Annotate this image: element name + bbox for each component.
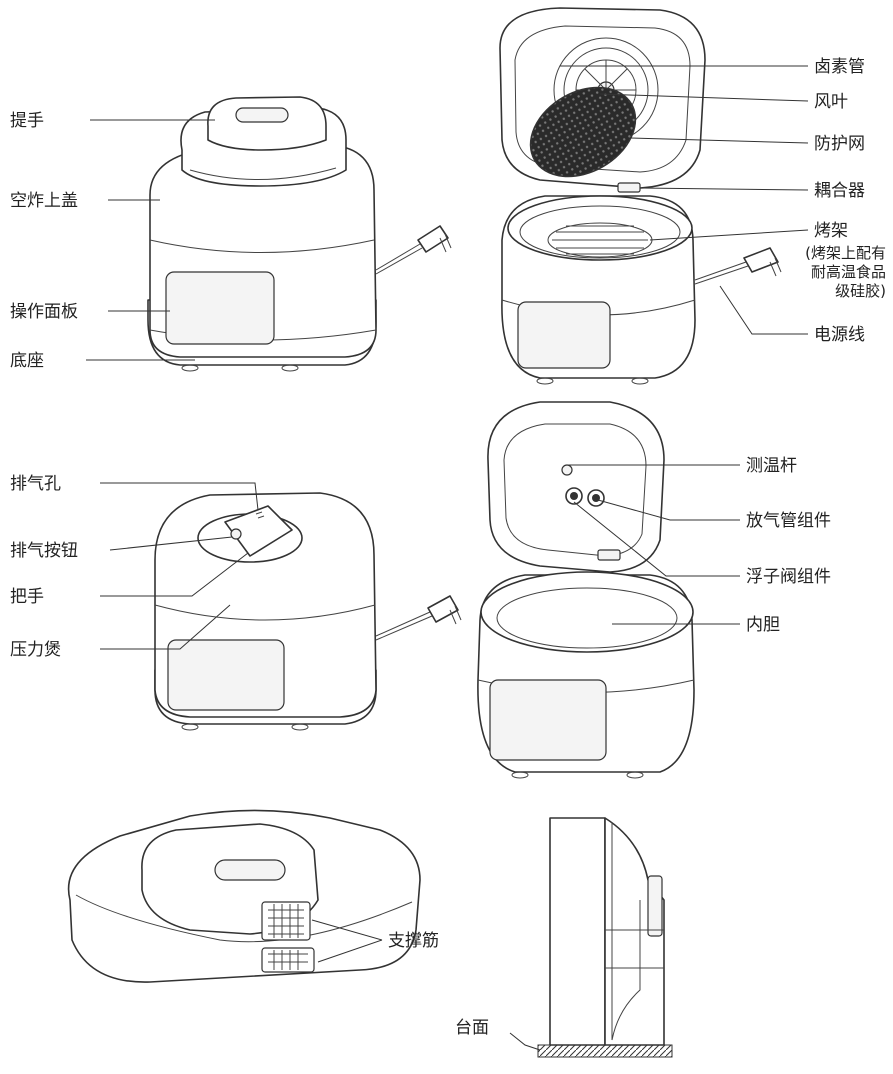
label-inner-pot: 内胆 [746,615,780,635]
label-pressure-cooker: 压力煲 [10,640,61,660]
label-power-cord: 电源线 [814,325,865,345]
label-handle-top: 提手 [10,111,44,131]
label-halogen-tube: 卤素管 [814,57,865,77]
label-vent-pipe-assembly: 放气管组件 [746,511,831,531]
label-air-fryer-lid: 空炸上盖 [10,191,78,211]
label-protective-mesh: 防护网 [814,134,865,154]
label-fan-blade: 风叶 [814,92,848,112]
label-baking-rack: 烤架 [814,221,848,241]
label-baking-rack-note-line-1: (烤架上配有 [805,244,886,262]
label-base: 底座 [10,351,44,371]
label-vent-hole: 排气孔 [10,474,61,494]
label-coupler: 耦合器 [814,181,865,201]
label-temp-probe: 测温杆 [746,456,797,476]
label-grip: 把手 [10,587,44,607]
label-baking-rack-note-line-3: 级硅胶) [835,282,886,300]
lid-resting-illustration [67,809,421,983]
label-support-ribs: 支撑筋 [388,931,439,951]
leader-lines [86,65,809,1051]
label-control-panel: 操作面板 [10,302,78,322]
pressure-cooker-assembled-illustration [154,492,462,731]
label-vent-button: 排气按钮 [10,541,78,561]
air-fryer-assembled-illustration [147,96,452,372]
side-profile-illustration [537,817,673,1058]
air-fryer-lid-open-illustration [499,7,782,385]
pressure-cooker-lid-open-illustration [477,401,695,779]
label-baking-rack-note-line-2: 耐高温食品 [811,263,886,281]
label-float-valve-assembly: 浮子阀组件 [746,567,831,587]
part-labels: 提手 空炸上盖 操作面板 底座 卤素管 风叶 防护网 耦合器 烤架 (烤架上配有… [10,57,886,1038]
label-countertop: 台面 [455,1018,489,1038]
